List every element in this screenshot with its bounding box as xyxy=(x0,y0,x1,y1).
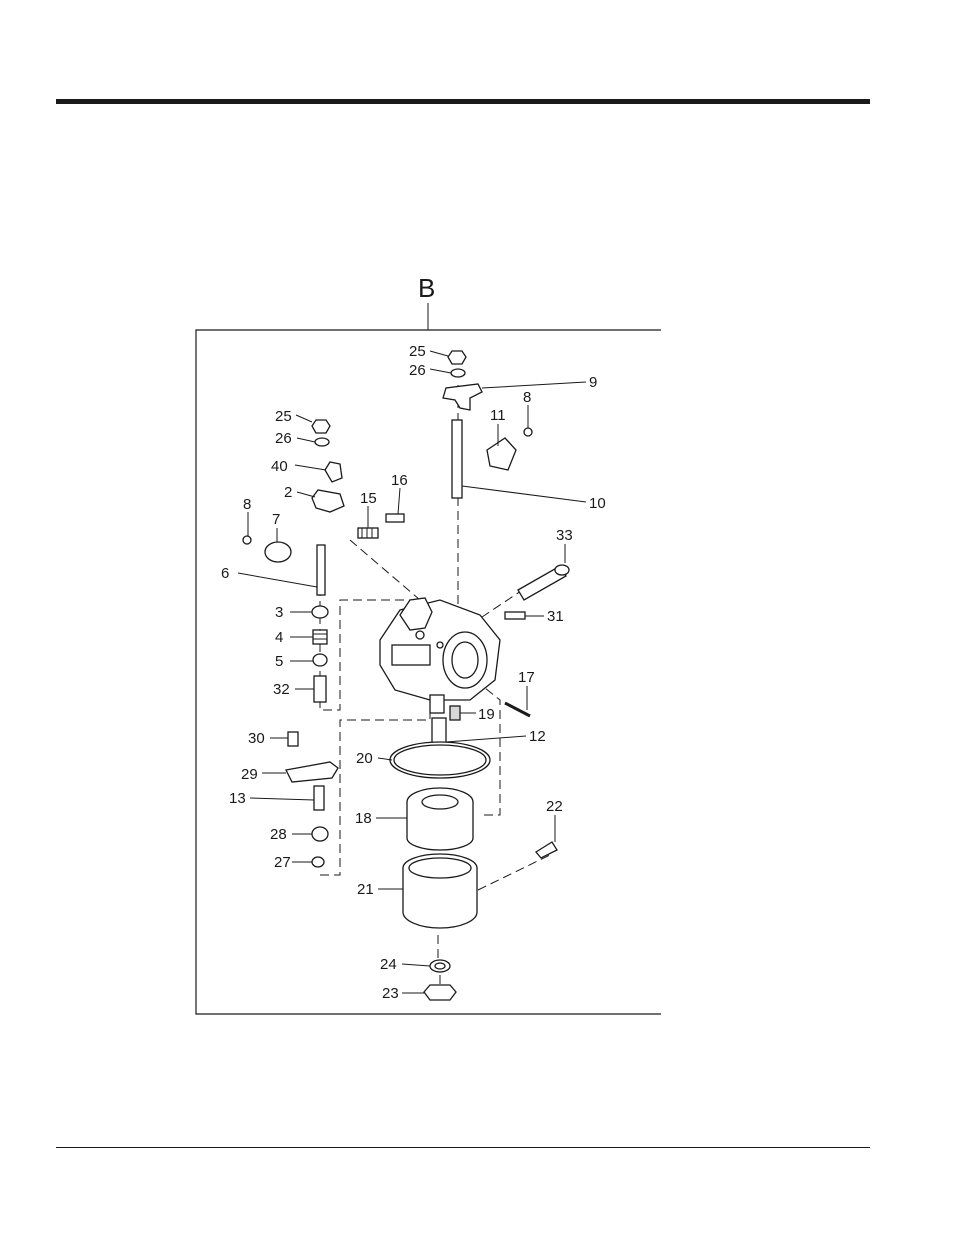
callout-8-right: 8 xyxy=(523,389,531,406)
callout-13: 13 xyxy=(229,790,246,807)
callout-19: 19 xyxy=(478,706,495,723)
callout-16: 16 xyxy=(391,472,408,489)
callout-32: 32 xyxy=(273,681,290,698)
callout-10: 10 xyxy=(589,495,606,512)
callout-23: 23 xyxy=(382,985,399,1002)
section-letter: B xyxy=(418,273,435,303)
callout-8-left: 8 xyxy=(243,496,251,513)
callout-33: 33 xyxy=(556,527,573,544)
callout-12: 12 xyxy=(529,728,546,745)
callout-22: 22 xyxy=(546,798,563,815)
callout-17: 17 xyxy=(518,669,535,686)
callout-25-left: 25 xyxy=(275,408,292,425)
callout-40: 40 xyxy=(271,458,288,475)
callout-28: 28 xyxy=(270,826,287,843)
callout-25-top: 25 xyxy=(409,343,426,360)
callout-2: 2 xyxy=(284,484,292,501)
callout-27: 27 xyxy=(274,854,291,871)
callout-30: 30 xyxy=(248,730,265,747)
callout-7: 7 xyxy=(272,511,280,528)
callout-5: 5 xyxy=(275,653,283,670)
callout-21: 21 xyxy=(357,881,374,898)
callout-24: 24 xyxy=(380,956,397,973)
callout-6: 6 xyxy=(221,565,229,582)
callout-9: 9 xyxy=(589,374,597,391)
callout-29: 29 xyxy=(241,766,258,783)
callout-18: 18 xyxy=(355,810,372,827)
callout-11: 11 xyxy=(490,407,506,424)
callout-26-left: 26 xyxy=(275,430,292,447)
callout-4: 4 xyxy=(275,629,283,646)
callout-31: 31 xyxy=(547,608,564,625)
callout-15: 15 xyxy=(360,490,377,507)
carburetor-body xyxy=(380,598,500,713)
callout-20: 20 xyxy=(356,750,373,767)
callout-26-top: 26 xyxy=(409,362,426,379)
callout-3: 3 xyxy=(275,604,283,621)
